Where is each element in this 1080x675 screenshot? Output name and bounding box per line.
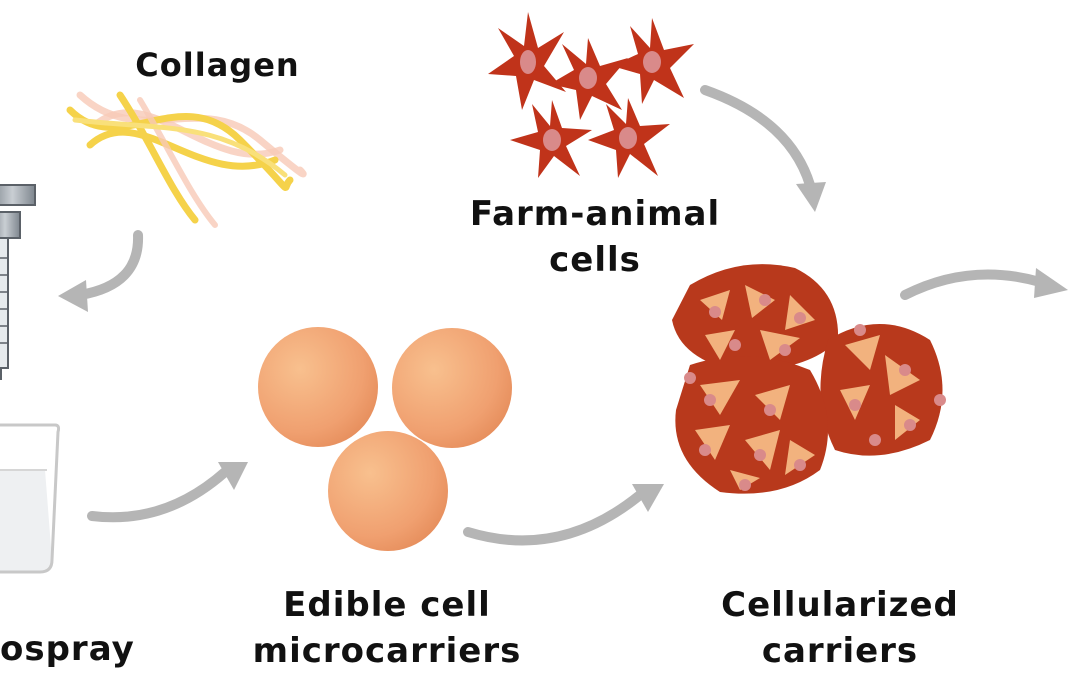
curved-arrow-icon xyxy=(58,230,144,312)
cellularized-carriers-label-line2: carriers xyxy=(761,631,919,671)
flow-arrows xyxy=(58,85,1068,546)
animal-cells-icon xyxy=(488,12,694,178)
cellularized-carriers-icon xyxy=(672,264,946,494)
curved-arrow-icon xyxy=(463,484,664,546)
curved-arrow-icon xyxy=(900,268,1068,300)
edible-microcarriers-label-line2: microcarriers xyxy=(252,631,522,671)
syringe-icon xyxy=(0,184,36,380)
farm-animal-label-line1: Farm-animal xyxy=(469,194,721,234)
cellularized-carriers-label-line1: Cellularized xyxy=(721,585,959,625)
microcarrier-spheres-icon xyxy=(258,327,512,551)
electrospray-label: ospray xyxy=(0,629,135,669)
edible-microcarriers-label-line1: Edible cell xyxy=(283,585,491,625)
farm-animal-label-line2: cells xyxy=(549,240,641,280)
curved-arrow-icon xyxy=(87,462,248,523)
collagen-label: Collagen xyxy=(135,46,300,84)
curved-arrow-icon xyxy=(700,85,826,212)
beaker-icon xyxy=(0,423,61,574)
collagen-fibers-icon xyxy=(66,91,307,228)
